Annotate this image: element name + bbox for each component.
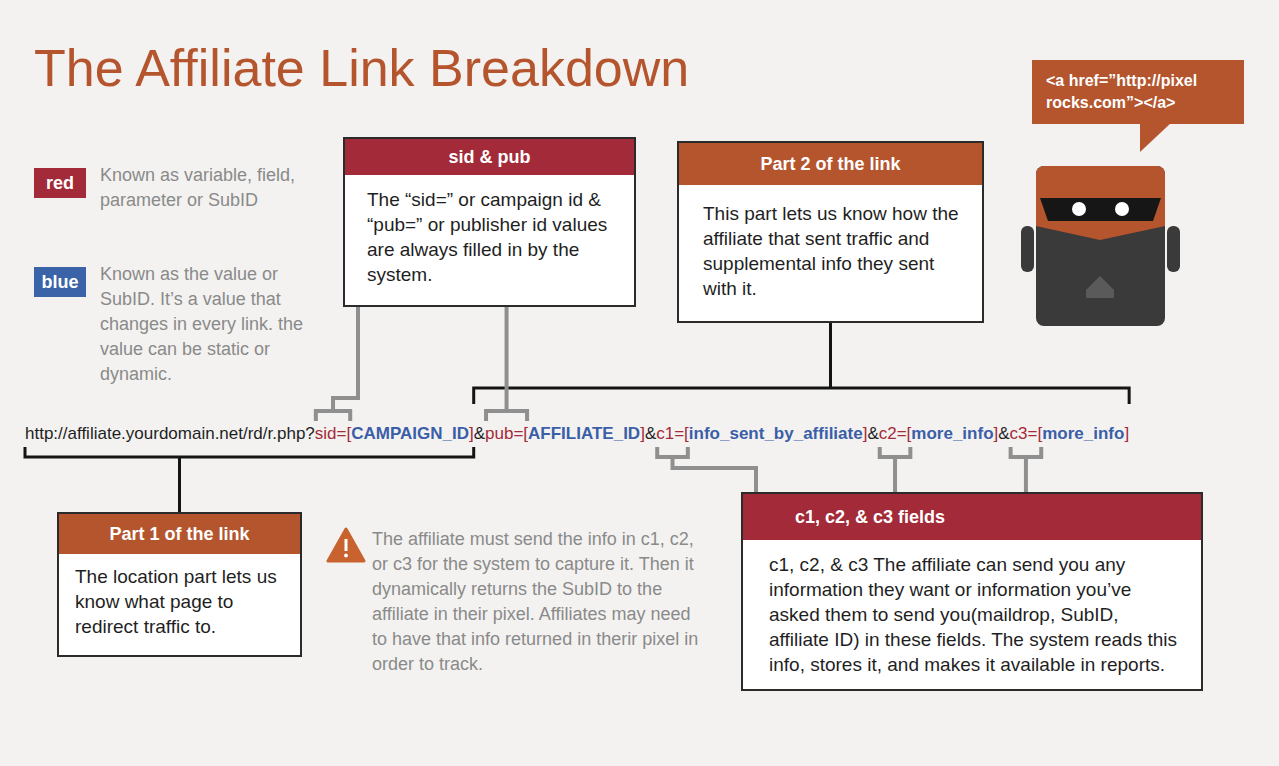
warning-triangle	[328, 529, 364, 561]
small-bracket	[657, 447, 688, 457]
legend-text: Known as variable, field, parameter or S…	[100, 163, 305, 213]
warning-icon	[328, 529, 364, 561]
warning-note: The affiliate must send the info in c1, …	[372, 527, 708, 677]
small-bracket	[880, 447, 911, 457]
leader-line	[333, 307, 358, 411]
url-parameter: c1=[	[656, 424, 689, 443]
robot-logo	[1086, 276, 1114, 298]
title: The Affiliate Link Breakdown	[34, 36, 689, 100]
small-bracket	[1011, 447, 1042, 457]
affiliate-url: http://affiliate.yourdomain.net/rd/r.php…	[25, 424, 1129, 444]
leader-line	[829, 323, 832, 388]
url-parameter: ]	[994, 424, 999, 443]
box-body: The location part lets us know what page…	[59, 554, 300, 655]
robot-ear	[1167, 226, 1180, 272]
small-bracket	[316, 411, 350, 421]
bracket	[25, 447, 474, 457]
info-box: Part 1 of the linkThe location part lets…	[57, 512, 302, 657]
legend-key: blue	[41, 272, 78, 292]
url-text: http://affiliate.yourdomain.net/rd/r.php…	[25, 424, 315, 443]
robot-mask	[1040, 198, 1161, 221]
url-parameter: sid=[	[315, 424, 351, 443]
robot	[1021, 166, 1180, 326]
legend-swatch: red	[34, 168, 86, 198]
url-text: &	[998, 424, 1009, 443]
url-parameter: c3=[	[1010, 424, 1043, 443]
leader-line	[505, 307, 509, 411]
url-parameter: ]	[1124, 424, 1129, 443]
bracket	[474, 388, 1129, 404]
url-text: &	[867, 424, 878, 443]
info-box: Part 2 of the linkThis part lets us know…	[677, 141, 984, 323]
legend-item: red Known as variable, field, parameter o…	[34, 163, 309, 213]
robot-ear	[1021, 226, 1034, 272]
warning-dot	[344, 554, 348, 558]
legend-item: blue Known as the value or SubID. It’s a …	[34, 262, 336, 387]
url-text: &	[645, 424, 656, 443]
legend-key: red	[46, 173, 74, 193]
url-parameter: ]	[469, 424, 474, 443]
leader-line	[673, 457, 756, 492]
url-text: &	[474, 424, 485, 443]
url-parameter: ]	[863, 424, 868, 443]
leader-line	[893, 457, 897, 492]
robot-eye	[1115, 202, 1129, 216]
legend-swatch: blue	[34, 267, 86, 297]
robot-head	[1036, 166, 1165, 240]
url-value: more_info	[1042, 424, 1124, 443]
leader-line	[1024, 457, 1028, 492]
robot-body	[1036, 166, 1165, 326]
box-heading: Part 1 of the link	[59, 514, 300, 554]
url-parameter: pub=[	[485, 424, 528, 443]
url-parameter: ]	[640, 424, 645, 443]
box-body: This part lets us know how the affiliate…	[679, 185, 982, 321]
speech-bubble: <a href=”http://pixel rocks.com”></a>	[1032, 60, 1244, 124]
bubble-code: <a href=”http://pixel rocks.com”></a>	[1046, 70, 1230, 114]
small-bracket	[486, 411, 527, 421]
box-body: c1, c2, & c3 The affiliate can send you …	[743, 540, 1201, 689]
url-parameter: c2=[	[879, 424, 912, 443]
url-value: AFFILIATE_ID	[528, 424, 640, 443]
box-heading: sid & pub	[345, 139, 634, 175]
leader-line	[178, 457, 181, 512]
box-body: The “sid=” or campaign id & “pub=” or pu…	[345, 175, 634, 305]
legend-text: Known as the value or SubID. It’s a valu…	[100, 262, 332, 387]
warning-mark	[345, 539, 348, 551]
url-value: CAMPAIGN_ID	[351, 424, 469, 443]
info-box: c1, c2, & c3 fieldsc1, c2, & c3 The affi…	[741, 492, 1203, 691]
url-value: info_sent_by_affiliate	[689, 424, 863, 443]
url-value: more_info	[911, 424, 993, 443]
info-box: sid & pubThe “sid=” or campaign id & “pu…	[343, 137, 636, 307]
robot-eye	[1072, 202, 1086, 216]
box-heading: c1, c2, & c3 fields	[743, 494, 1201, 540]
box-heading: Part 2 of the link	[679, 143, 982, 185]
bubble-tail	[1140, 122, 1172, 152]
